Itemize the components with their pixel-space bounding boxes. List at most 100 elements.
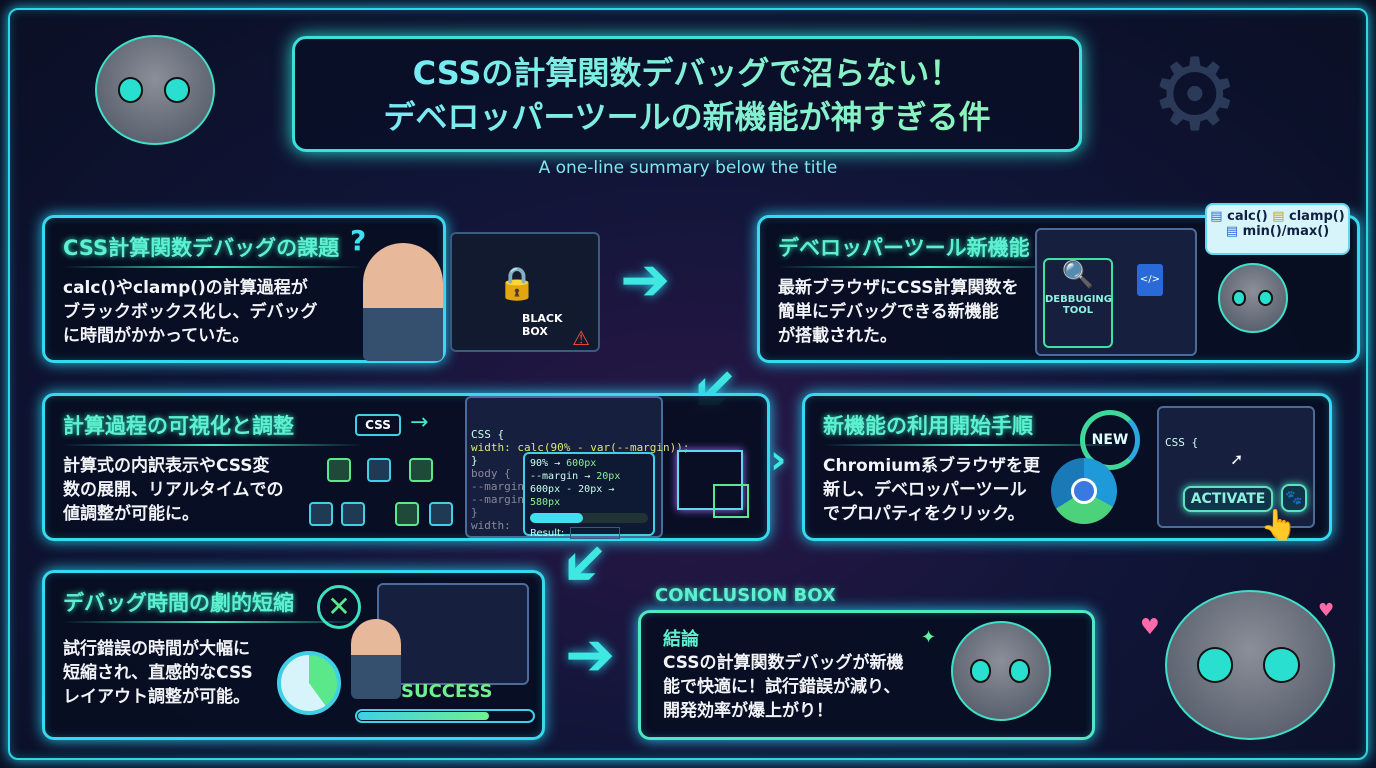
body-line: ブラックボックス化し、デバッグ — [63, 302, 318, 322]
lock-icon: 🔒 — [497, 264, 537, 302]
panel-body: 試行錯誤の時間が大幅に 短縮され、直感的なCSS レイアウト調整が可能。 — [63, 637, 253, 709]
new-badge: NEW — [1091, 432, 1129, 448]
body-line: 短縮され、直感的なCSS — [63, 663, 253, 683]
page-title-line1: CSSの計算関数デバッグで沼らない！ — [295, 51, 1079, 95]
document-icon: ▤ — [1225, 224, 1239, 239]
hand-pointer-icon: 👆 — [1260, 508, 1298, 543]
title-box: CSSの計算関数デバッグで沼らない！ デベロッパーツールの新機能が神すぎる件 — [292, 36, 1082, 152]
panel-challenge: CSS計算関数デバッグの課題 calc()やclamp()の計算過程が ブラック… — [42, 215, 446, 363]
panel-title: デベロッパーツール新機能 — [778, 236, 1030, 260]
panel-new-feature: デベロッパーツール新機能 最新ブラウザにCSS計算関数を 簡単にデバッグできる新… — [757, 215, 1360, 363]
arrow-right: › — [770, 437, 787, 483]
calc-row: --margin → 20px — [530, 471, 621, 482]
heart-icon: ♥ — [1318, 600, 1335, 621]
chromium-logo-icon — [1051, 458, 1117, 524]
calculation-popup: 90% → 600px --margin → 20px 600px - 20px… — [523, 452, 655, 539]
warning-icon: ⚠ — [572, 326, 590, 350]
body-line: 値調整が可能に。 — [63, 504, 199, 524]
cat-mascot-top-left — [95, 35, 215, 145]
conclusion-box: 結論 CSSの計算関数デバッグが新機 能で快適に！試行錯誤が減り、 開発効率が爆… — [638, 610, 1095, 740]
browser-window-illustration: 🔍 DEBBUGING TOOL </> — [1035, 228, 1197, 356]
body-line: calc()やclamp()の計算過程が — [63, 278, 308, 298]
code-line: } — [471, 454, 478, 467]
body-line: が搭載された。 — [778, 326, 897, 346]
body-line: 最新ブラウザにCSS計算関数を — [778, 278, 1019, 298]
code-line: } — [471, 506, 478, 519]
divider — [63, 621, 363, 623]
function-min-max: min()/max() — [1242, 224, 1330, 239]
code-line: body { — [471, 467, 511, 480]
body-line: 開発効率が爆上がり！ — [663, 701, 833, 721]
code-line: --margin — [471, 493, 524, 506]
divider — [63, 444, 363, 446]
panel-time-reduction: デバッグ時間の劇的短縮 試行錯誤の時間が大幅に 短縮され、直感的なCSS レイア… — [42, 570, 545, 740]
layout-preview-icon — [677, 450, 743, 510]
developer-person-illustration — [351, 619, 401, 699]
calc-row: 90% → 600px — [530, 458, 597, 469]
gear-icon: ⚙ — [1150, 36, 1240, 153]
debugging-tool-card: 🔍 DEBBUGING TOOL — [1043, 258, 1113, 348]
cat-with-goggles — [1218, 263, 1288, 333]
layout-window-illustration — [377, 583, 529, 685]
heart-icon: ♥ — [1140, 615, 1160, 640]
arrow-right-icon: → — [410, 410, 429, 435]
outer-frame — [8, 8, 1368, 760]
tree-node — [367, 458, 391, 482]
body-line: 計算式の内訳表示やCSS変 — [63, 456, 270, 476]
panel-visualization: 計算過程の可視化と調整 計算式の内訳表示やCSS変 数の展開、リアルタイムでの … — [42, 393, 770, 541]
function-clamp: clamp() — [1289, 209, 1345, 224]
body-line: Chromium系ブラウザを更 — [823, 456, 1040, 476]
question-mark-icon: ? — [350, 224, 367, 257]
body-line: 数の展開、リアルタイムでの — [63, 480, 284, 500]
document-icon: ▤ — [1272, 209, 1285, 224]
panel-body: 計算式の内訳表示やCSS変 数の展開、リアルタイムでの 値調整が可能に。 — [63, 454, 284, 526]
tree-node — [309, 502, 333, 526]
paw-button[interactable]: 🐾 — [1281, 484, 1307, 512]
panel-title: CSS計算関数デバッグの課題 — [63, 236, 340, 260]
tree-node — [341, 502, 365, 526]
debugging-tool-label: DEBBUGING TOOL — [1045, 294, 1113, 316]
divider — [778, 266, 1078, 268]
tree-node — [327, 458, 351, 482]
panel-body: 最新ブラウザにCSS計算関数を 簡単にデバッグできる新機能 が搭載された。 — [778, 276, 1019, 348]
panel-body: calc()やclamp()の計算過程が ブラックボックス化し、デバッグ に時間… — [63, 276, 318, 348]
body-line: 簡単にデバッグできる新機能 — [778, 302, 999, 322]
code-line: CSS { — [1165, 436, 1199, 449]
result-field[interactable] — [570, 527, 621, 539]
tree-root-node: CSS — [355, 414, 401, 436]
tree-node — [395, 502, 419, 526]
function-calc: calc() — [1227, 209, 1268, 224]
arrow-right: ➔ — [565, 620, 616, 690]
panel-title: 新機能の利用開始手順 — [823, 414, 1033, 438]
panel-body: Chromium系ブラウザを更 新し、デベロッパーツール でプロパティをクリック… — [823, 454, 1040, 526]
magnifier-icon: 🔍 — [1061, 260, 1095, 290]
sparkle-icon: ✦ — [921, 627, 937, 648]
document-icon: ▤ — [1210, 209, 1223, 224]
value-slider[interactable] — [530, 513, 648, 523]
body-line: レイアウト調整が可能。 — [63, 687, 250, 707]
code-line: width: — [471, 519, 511, 532]
black-box-illustration: 🔒 BLACK BOX ⚠ — [450, 232, 600, 352]
activate-button[interactable]: ACTIVATE — [1183, 486, 1273, 512]
conclusion-tag: CONCLUSION BOX — [655, 585, 836, 606]
body-line: でプロパティをクリック。 — [823, 504, 1025, 524]
body-line: CSSの計算関数デバッグが新機 — [663, 653, 904, 673]
tree-node — [429, 502, 453, 526]
code-line: --margin — [471, 480, 524, 493]
code-line: CSS { — [471, 428, 505, 441]
black-box-label: BLACK BOX — [522, 312, 563, 338]
stopwatch-icon — [277, 651, 341, 715]
conclusion-body: CSSの計算関数デバッグが新機 能で快適に！試行錯誤が減り、 開発効率が爆上がり… — [663, 651, 904, 723]
body-line: 新し、デベロッパーツール — [823, 480, 1027, 500]
body-line: に時間がかかっていた。 — [63, 326, 250, 346]
conclusion-title: 結論 — [663, 629, 699, 650]
success-progress-bar — [355, 709, 535, 723]
divider — [63, 266, 363, 268]
result-label: Result: — [530, 528, 565, 539]
panel-title: 計算過程の可視化と調整 — [63, 414, 294, 438]
result-row: Result: — [530, 527, 648, 540]
body-line: 能で快適に！試行錯誤が減り、 — [663, 677, 901, 697]
error-x-icon: ✕ — [317, 585, 361, 629]
refresh-new-icon: NEW — [1080, 410, 1140, 470]
divider — [823, 444, 1123, 446]
